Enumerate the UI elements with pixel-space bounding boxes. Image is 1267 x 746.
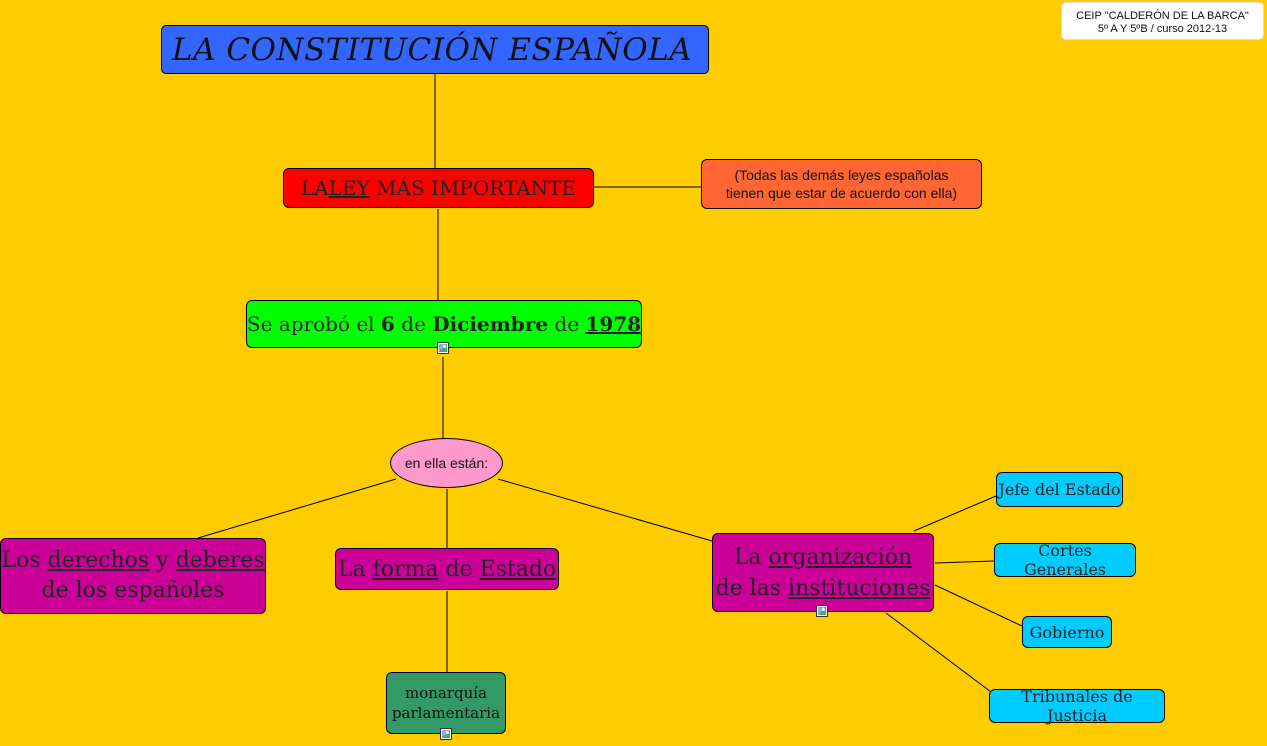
image-attachment-icon[interactable]: [437, 342, 449, 354]
image-attachment-icon[interactable]: [440, 728, 452, 740]
derechos-word: derechos: [47, 548, 150, 573]
institucion-tribunales-justicia[interactable]: Tribunales de Justicia: [989, 687, 1165, 725]
ley-node[interactable]: LA LEY MÁS IMPORTANTE: [283, 168, 594, 208]
forma-word: forma: [372, 556, 439, 582]
date-day: 6: [380, 312, 395, 336]
date-year: 1978: [585, 312, 642, 336]
connector-org-gobierno: [934, 584, 1023, 627]
institucion-jefe-estado[interactable]: Jefe del Estado: [996, 472, 1123, 507]
school-course: 5º A Y 5ºB / curso 2012-13: [1097, 23, 1228, 35]
page-title: LA CONSTITUCIÓN ESPAÑOLA: [172, 31, 693, 68]
title-node[interactable]: LA CONSTITUCIÓN ESPAÑOLA: [161, 25, 709, 74]
connector-ellipse-organizacion: [497, 478, 713, 542]
organizacion-word: organización: [768, 544, 913, 570]
derechos-node[interactable]: Los derechos y deberes de los españoles: [0, 538, 266, 614]
instituciones-word: instituciones: [788, 575, 931, 601]
school-header-box: CEIP "CALDERÓN DE LA BARCA" 5º A Y 5ºB /…: [1061, 2, 1264, 40]
note-node[interactable]: (Todas las demás leyes españolas tienen …: [701, 159, 982, 209]
monarquia-node[interactable]: monarquía parlamentaria: [386, 672, 506, 734]
connector-org-tribunales: [885, 612, 992, 693]
organizacion-node[interactable]: La organización de las instituciones: [712, 533, 934, 612]
connector-org-jefe: [913, 495, 997, 532]
estado-word: Estado: [479, 556, 557, 582]
school-name: CEIP "CALDERÓN DE LA BARCA": [1076, 10, 1249, 22]
note-line-2: tienen que estar de acuerdo con ella): [725, 185, 958, 201]
en-ella-label: en ella están:: [404, 455, 489, 471]
deberes-word: deberes: [175, 548, 265, 573]
connector-ellipse-derechos: [197, 478, 397, 539]
connector-org-cortes: [934, 560, 995, 564]
institucion-gobierno[interactable]: Gobierno: [1022, 616, 1112, 648]
note-line-1: (Todas las demás leyes españolas: [734, 167, 949, 183]
image-attachment-icon[interactable]: [816, 605, 828, 617]
en-ella-ellipse[interactable]: en ella están:: [390, 438, 503, 488]
date-node[interactable]: Se aprobó el 6 de Diciembre de 1978: [246, 300, 642, 348]
ley-emphasis: LEY: [328, 176, 370, 200]
forma-node[interactable]: La forma de Estado: [335, 548, 559, 590]
derechos-line-2: de los españoles: [41, 578, 225, 603]
date-month: Diciembre: [432, 312, 549, 336]
institucion-cortes-generales[interactable]: Cortes Generales: [994, 541, 1136, 579]
